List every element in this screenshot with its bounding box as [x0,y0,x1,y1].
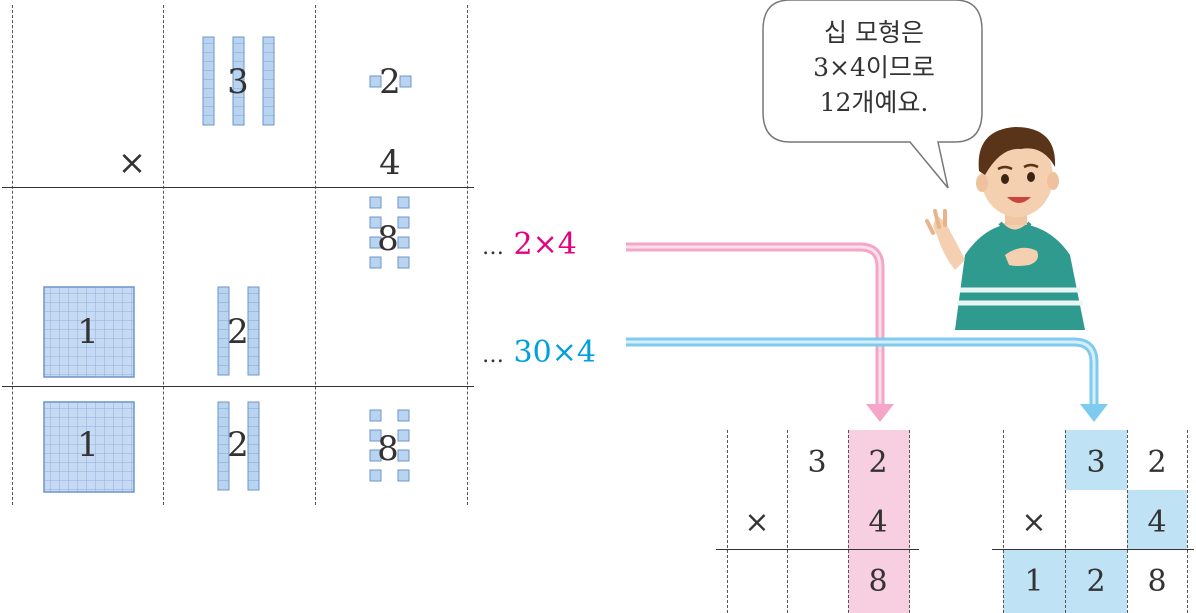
grid-dash-line [1127,430,1128,613]
pink-arrow-highlight [626,245,882,408]
grid-dash-line [909,430,910,613]
speech-bubble [762,0,983,189]
ones-digit: 2 [1147,445,1167,480]
multiplier-highlight [1127,490,1187,550]
multiply-sign: × [117,143,147,183]
hundred-flat-block [43,401,135,493]
grid-dash-line [12,5,13,505]
grid-dash-line [1065,430,1066,613]
speech-bubble-text: 십 모형은 3×4이므로 12개예요. [763,6,985,146]
grid-dash-line [1187,430,1188,613]
multiplier-digit: 4 [868,505,888,540]
pink-arrow-head [866,404,894,422]
pink-arrow-line [626,242,885,408]
bubble-line-3: 12개예요. [819,88,929,117]
ellipsis: … [482,343,504,368]
result-tens-digit: 2 [227,425,249,465]
grid-dash-line [1003,430,1004,613]
ten-rod-block [202,36,275,126]
ellipsis: … [482,235,504,260]
grid-dash-line [467,5,468,505]
partial-tens-digit: 2 [227,312,249,352]
product-ones-digit: 8 [1147,564,1167,599]
unit-cube-block [369,409,410,482]
sum-line [2,187,474,188]
bubble-line-2: 3×4이므로 [813,53,935,82]
grid-dash-line [163,5,164,505]
grid-dash-line [848,430,849,613]
ones-partial-label: … 2×4 [482,230,577,260]
sum-line [2,386,474,387]
result-ones-digit: 8 [377,429,399,469]
multiplier-digit: 4 [1147,505,1167,540]
bubble-line-1: 십 모형은 [824,18,924,47]
hundred-flat-block [43,286,135,378]
multiplier-digit: 4 [379,143,401,183]
grid-dash-line [727,430,728,613]
tens-digit-highlight [1065,430,1127,490]
tens-digit: 3 [227,62,249,102]
boy-illustration [925,127,1085,330]
ones-digit: 2 [868,445,888,480]
grid-dash-line [315,5,316,505]
product-hundreds-digit: 1 [1024,564,1044,599]
partial-hundreds-digit: 1 [77,312,99,352]
unit-cube-block [369,196,410,269]
ones-column-highlight [848,430,910,613]
tens-digit: 3 [807,445,827,480]
ones-partial-expression: 2×4 [513,227,577,262]
product-tens-digit: 2 [1086,564,1106,599]
result-hundreds-digit: 1 [77,425,99,465]
product-ones-digit: 8 [868,564,888,599]
multiply-sign: × [1021,505,1047,540]
tens-partial-label: … 30×4 [482,338,596,368]
multiply-sign: × [744,505,770,540]
blue-arrow-head [1080,404,1108,422]
blue-arrow-line [626,337,1099,408]
product-ones-digit: 8 [377,219,399,259]
ten-rod-block [217,286,260,376]
grid-dash-line [787,430,788,613]
sum-line [716,549,919,550]
tens-partial-expression: 30×4 [513,335,596,370]
ten-rod-block [217,401,260,491]
unit-cube-block [369,75,412,88]
tens-digit: 3 [1086,445,1106,480]
blue-arrow-highlight [626,340,1096,408]
sum-line [992,549,1194,550]
ones-digit: 2 [379,62,401,102]
